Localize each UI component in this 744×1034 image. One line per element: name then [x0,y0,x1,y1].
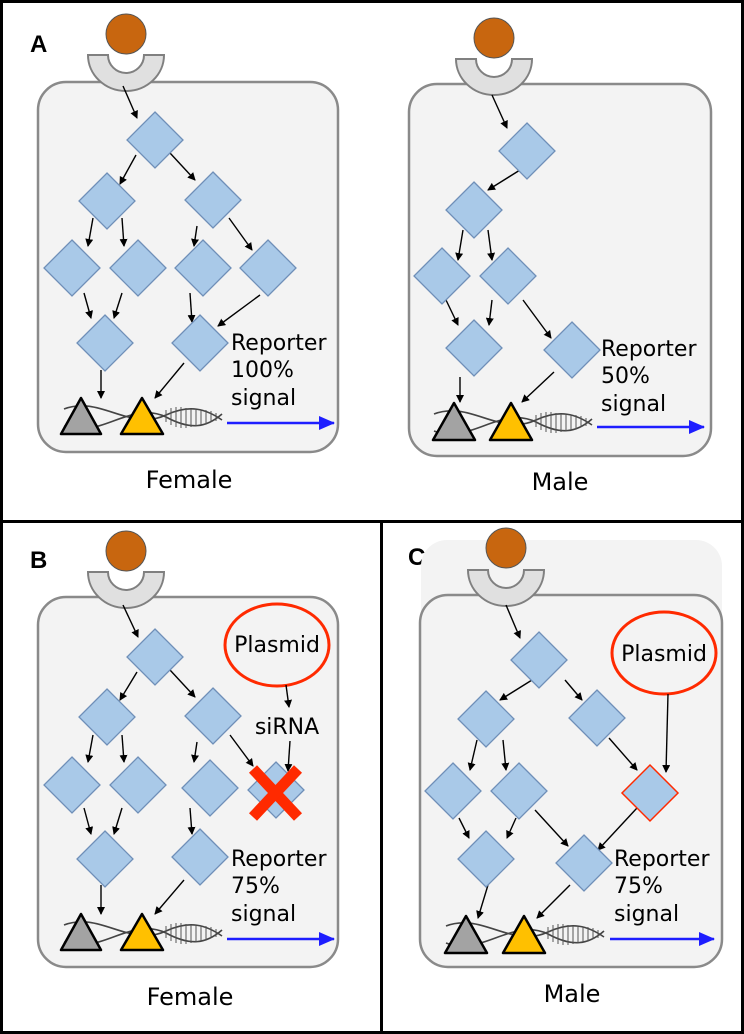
kinase-node [445,181,503,239]
ligand-icon [105,530,147,572]
reporter-line-3: signal [231,902,296,927]
reporter-line-1: Reporter [614,847,710,872]
reporter-line-1: Reporter [601,337,697,362]
kinase-node [181,759,239,817]
signaling-arrows [445,94,555,403]
reporter-line-3: signal [231,386,296,411]
reporter-line-1: Reporter [231,847,327,872]
ligand-icon [473,17,515,59]
plasmid-icon [610,610,718,696]
transcription-factor-gray [443,914,489,955]
transcription-factor-yellow [119,396,165,436]
kinase-node [184,171,242,229]
caption-male: Male [532,468,589,496]
kinase-node [184,687,242,745]
kinase-node [510,631,568,689]
kinase-nodes [424,631,680,892]
kinase-node [498,122,556,180]
kinase-node [568,689,626,747]
kinase-node [490,762,548,820]
ligand-icon [105,13,147,55]
panel-c-male: Plasmid [418,527,724,1008]
kinase-node [171,828,229,886]
kinase-node [479,247,537,305]
plasmid-label: Plasmid [234,633,320,658]
kinase-node [126,628,184,686]
kinase-node [424,762,482,820]
kinase-node [78,172,136,230]
kinase-nodes [413,122,601,379]
reporter-label: Reporter 75% signal [231,847,327,927]
caption-female: Female [146,466,233,494]
signaling-arrows [458,604,671,919]
receptor-icon [86,54,166,92]
reporter-line-2: 75% [614,874,663,899]
caption-female: Female [147,983,234,1011]
caption-male: Male [544,980,601,1008]
kinase-node [78,688,136,746]
plasmid-icon [223,602,331,688]
plasmid-to-sirna-arrow [284,684,293,708]
kinase-node-overexpressed [620,763,680,823]
kinase-node [76,830,134,888]
transcription-factor-gray [59,912,103,952]
panel-c-letter: C [408,544,425,571]
panel-c-border [380,520,744,1034]
kinase-node [43,756,101,814]
receptor-icon [86,571,166,609]
kinase-node [109,239,167,297]
reporter-label: Reporter 100% signal [231,331,327,411]
kinase-node [174,239,232,297]
kinase-node [171,314,229,372]
kinase-node [239,239,297,297]
reporter-line-2: 100% [231,358,294,383]
kinase-node [413,247,471,305]
reporter-line-3: signal [614,902,679,927]
kinase-nodes [43,111,297,372]
receptor-icon [466,569,546,607]
reporter-label: Reporter 75% signal [614,847,710,927]
signaling-arrows [83,85,261,399]
reporter-line-3: signal [601,392,666,417]
kinase-node [457,690,515,748]
transcription-factor-yellow [488,401,534,442]
kinase-node [43,239,101,297]
ligand-icon [485,527,527,569]
receptor-icon [454,58,534,96]
kinase-node [543,321,601,379]
transcription-factor-yellow [119,912,165,952]
sirna-label: siRNA [255,715,319,740]
sirna-to-target-arrow [284,740,293,772]
reporter-line-1: Reporter [231,331,327,356]
kinase-node [555,834,613,892]
panel-a-male: Reporter 50% signal Male [407,17,713,496]
kinase-node [76,314,134,372]
kinase-node [445,319,503,377]
reporter-line-2: 75% [231,874,280,899]
kinase-node [109,756,167,814]
panel-b-female: Plasmid siRNA [36,530,340,1011]
reporter-line-2: 50% [601,364,650,389]
transcription-factor-yellow [501,914,547,955]
knockout-cross-icon [248,765,303,821]
transcription-factor-gray [59,396,103,436]
reporter-label: Reporter 50% signal [601,337,697,417]
dna-helix [63,920,223,946]
transcription-factor-gray [431,401,477,442]
panel-b-letter: B [30,547,47,574]
signaling-arrows [83,604,254,915]
panel-a-female: Reporter 100% signal Female [36,13,340,494]
plasmid-label: Plasmid [621,642,707,667]
kinase-node [457,830,515,888]
panel-a-letter: A [30,31,47,58]
kinase-node [126,111,184,169]
